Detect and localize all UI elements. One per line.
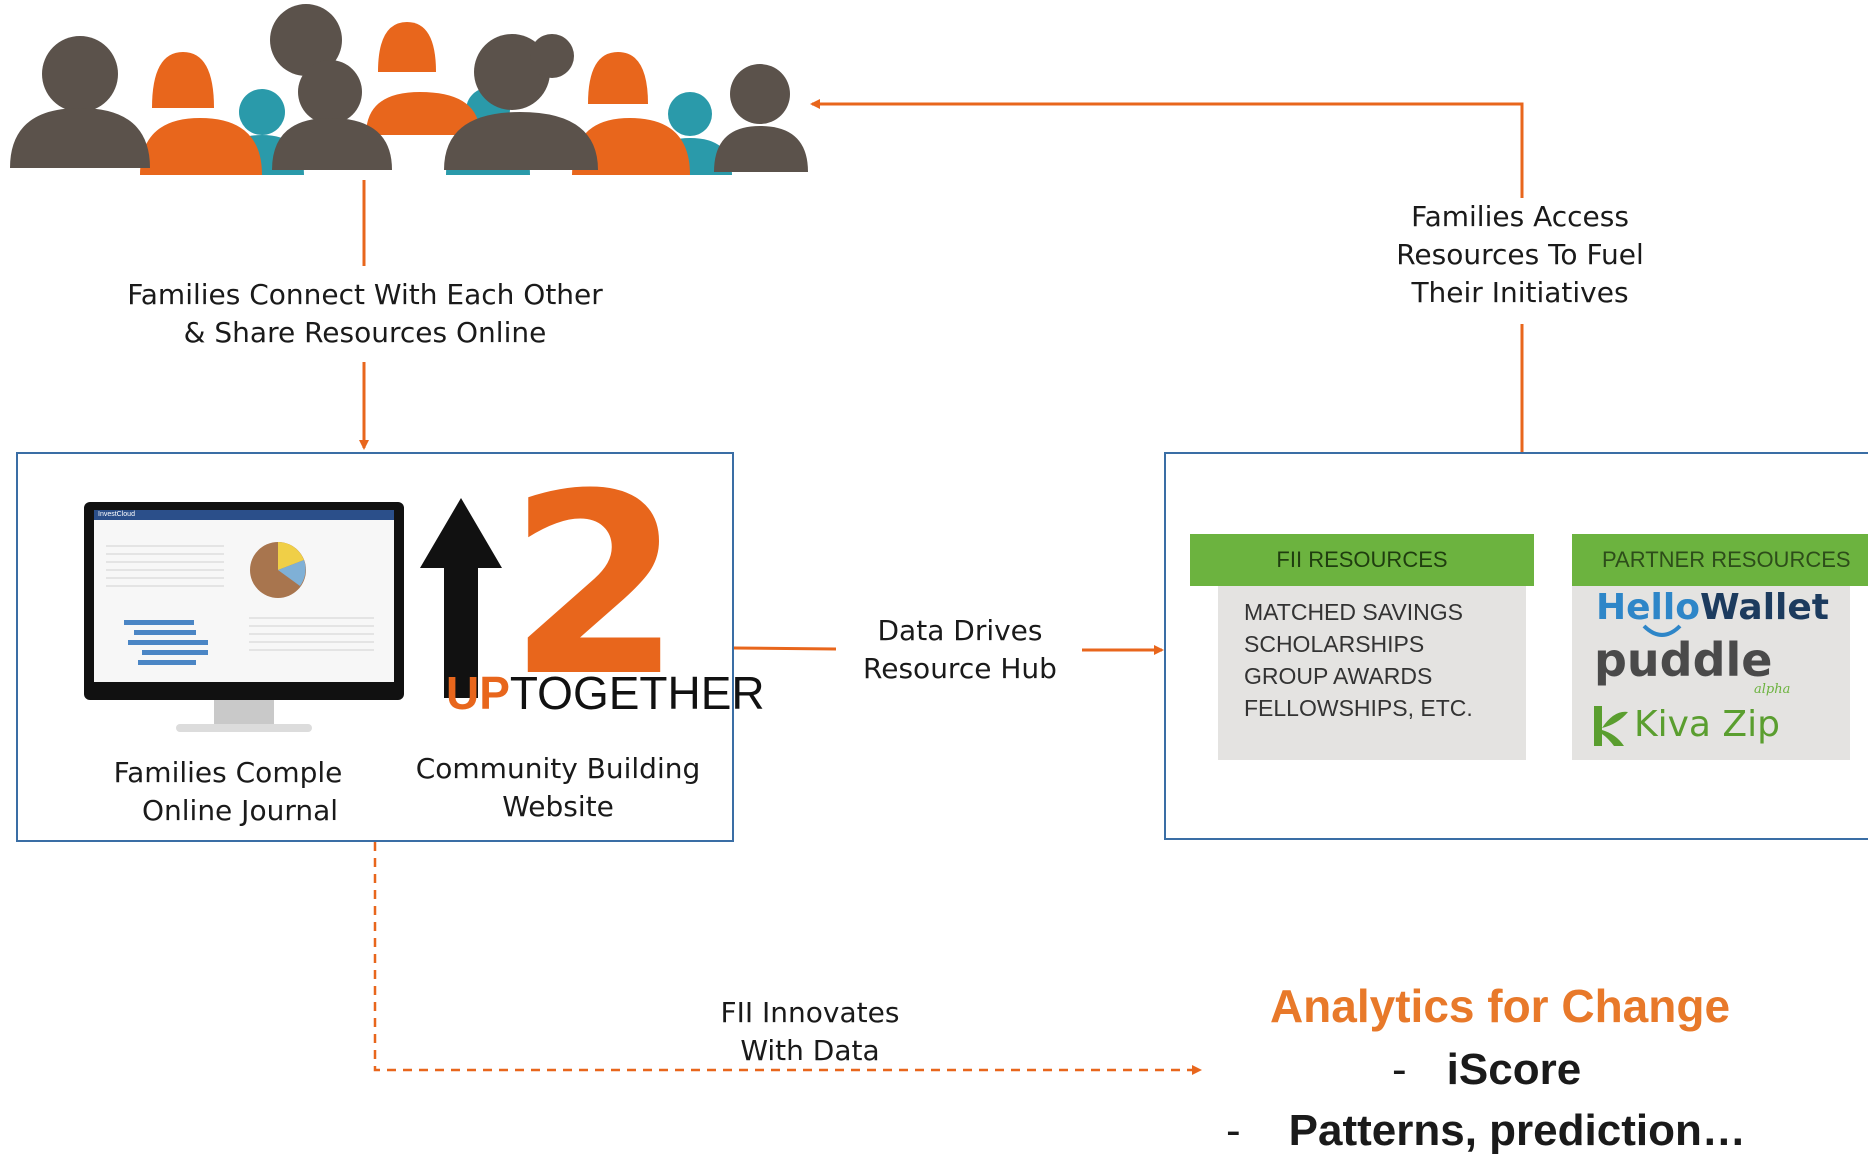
screen-brand: InvestCloud: [94, 510, 394, 520]
fii-resources-panel: MATCHED SAVINGS SCHOLARSHIPS GROUP AWARD…: [1218, 574, 1526, 760]
uptogether-wordmark: UPTOGETHER: [446, 668, 765, 718]
families-people-icon: [10, 4, 808, 175]
hellowallet-wallet: Wallet: [1699, 587, 1829, 628]
hellowallet-hello: Hello: [1596, 587, 1700, 628]
uptogether-up: UP: [446, 667, 510, 719]
data-drives-label: Data Drives Resource Hub: [840, 612, 1080, 688]
fii-item-2: SCHOLARSHIPS: [1244, 631, 1425, 657]
hellowallet-logo: HelloWallet: [1596, 586, 1829, 630]
fii-innovates-label: FII Innovates With Data: [690, 994, 930, 1070]
uptogether-together: TOGETHER: [509, 667, 765, 719]
families-connect-line1: Families Connect With Each Other: [127, 278, 603, 311]
fii-item-4: FELLOWSHIPS, ETC.: [1244, 695, 1473, 721]
journal-caption-line1: Families Comple: [113, 756, 343, 789]
families-connect-line2: & Share Resources Online: [183, 316, 547, 349]
families-connect-label: Families Connect With Each Other & Share…: [120, 276, 610, 352]
hellowallet-smile-icon: [1642, 624, 1682, 637]
resource-hub-box: MATCHED SAVINGS SCHOLARSHIPS GROUP AWARD…: [1164, 452, 1868, 840]
community-caption-line1: Community Building: [415, 752, 701, 785]
data-drives-line2: Resource Hub: [863, 652, 1057, 685]
fii-innovates-line1: FII Innovates: [720, 996, 900, 1029]
arrow-innovates-dashed: [373, 842, 1202, 1075]
arrow-data-to-hub-left: [733, 646, 837, 651]
families-access-line2: Resources To Fuel: [1396, 238, 1644, 271]
journal-caption: Families Comple Online Journal: [68, 754, 388, 830]
uptogether-arrow-icon: [420, 498, 502, 698]
families-access-label: Families Access Resources To Fuel Their …: [1385, 198, 1655, 312]
partner-resources-panel: HelloWallet puddle alpha Kiva Zip: [1572, 574, 1850, 760]
puddle-logo: puddle: [1594, 633, 1773, 687]
analytics-item-1-dash: -: [1392, 1045, 1407, 1094]
journal-caption-line2: Online Journal: [141, 794, 339, 827]
fii-resources-ribbon: FII RESOURCES: [1190, 534, 1534, 586]
partner-resources-ribbon: PARTNER RESOURCES: [1572, 534, 1868, 586]
analytics-item-1-text: iScore: [1446, 1045, 1582, 1094]
arrow-resources-to-families-top: [810, 99, 1524, 198]
fii-resources-list: MATCHED SAVINGS SCHOLARSHIPS GROUP AWARD…: [1244, 596, 1473, 724]
fii-innovates-line2: With Data: [740, 1034, 880, 1067]
analytics-item-2: -Patterns, prediction…: [1226, 1102, 1746, 1160]
journal-monitor-image: InvestCloud: [64, 502, 420, 744]
kiva-leaf-icon: [1594, 706, 1628, 746]
fii-item-1: MATCHED SAVINGS: [1244, 599, 1463, 625]
kiva-zip-logo: Kiva Zip: [1634, 704, 1780, 745]
uptogether-number: 2: [508, 440, 682, 731]
puddle-alpha-tag: alpha: [1754, 682, 1791, 697]
analytics-item-2-dash: -: [1226, 1106, 1241, 1155]
analytics-item-1: -iScore: [1392, 1040, 1581, 1100]
analytics-title: Analytics for Change: [1269, 980, 1731, 1032]
community-caption: Community Building Website: [408, 750, 708, 826]
families-access-line1: Families Access: [1411, 200, 1629, 233]
families-access-line3: Their Initiatives: [1411, 276, 1629, 309]
fii-item-3: GROUP AWARDS: [1244, 663, 1433, 689]
data-drives-line1: Data Drives: [877, 614, 1043, 647]
screen-dashboard-graphic: [106, 542, 374, 665]
community-caption-line2: Website: [502, 790, 614, 823]
analytics-item-2-text: Patterns, prediction…: [1288, 1106, 1746, 1155]
website-box: InvestCloud 2 U: [16, 440, 765, 842]
